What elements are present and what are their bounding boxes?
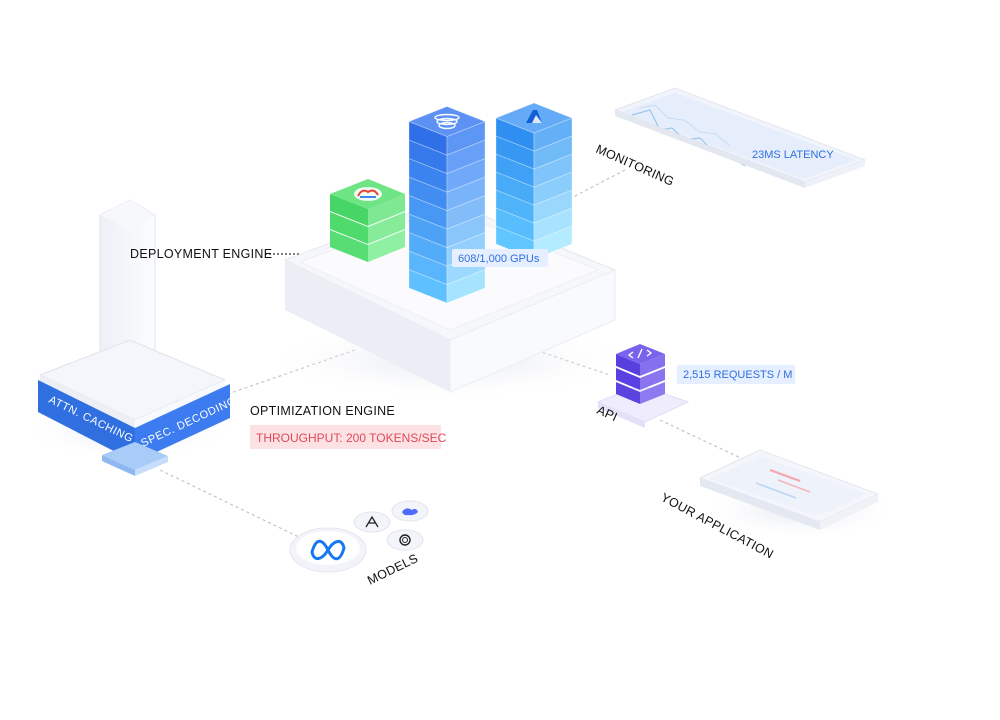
mistral-logo-icon bbox=[365, 515, 379, 528]
coreweave-server-stack bbox=[407, 106, 487, 304]
deployment-engine-label: DEPLOYMENT ENGINE bbox=[130, 247, 272, 261]
your-application-panel bbox=[698, 449, 900, 540]
google-cloud-logo-icon bbox=[354, 187, 382, 201]
server-top bbox=[407, 106, 487, 137]
attn-caching-band bbox=[38, 380, 135, 462]
code-brackets-icon bbox=[627, 348, 653, 359]
gpu-utilization-tag: 608/1,000 GPUs bbox=[452, 249, 548, 267]
application-connector bbox=[659, 419, 746, 461]
openai-logo-icon bbox=[399, 534, 411, 546]
api-stack bbox=[596, 344, 690, 428]
monitoring-label: MONITORING bbox=[594, 142, 676, 189]
deepseek-logo-icon bbox=[402, 508, 418, 516]
requests-text: 2,515 REQUESTS / M bbox=[683, 369, 792, 381]
server-layer bbox=[446, 139, 486, 175]
gcp-server-stack bbox=[330, 179, 405, 262]
monitoring-panel: 23MS LATENCY bbox=[613, 87, 867, 188]
server-layer bbox=[446, 213, 486, 249]
server-layer bbox=[446, 194, 486, 230]
optimization-tower: ATTN. CACHING SPEC. DECODING bbox=[20, 199, 240, 476]
throughput-text: THROUGHPUT: 200 TOKENS/SEC bbox=[256, 431, 447, 445]
azure-logo-icon bbox=[526, 110, 542, 123]
requests-tag: 2,515 REQUESTS / M bbox=[677, 365, 795, 384]
models-group bbox=[289, 500, 429, 573]
throughput-tag: THROUGHPUT: 200 TOKENS/SEC bbox=[250, 425, 447, 449]
server-layer bbox=[446, 176, 486, 212]
models-connector bbox=[159, 469, 306, 541]
latency-text: 23MS LATENCY bbox=[752, 149, 834, 161]
spec-decoding-band bbox=[135, 384, 230, 462]
gpu-utilization-text: 608/1,000 GPUs bbox=[458, 253, 540, 265]
optimization-engine-label: OPTIMIZATION ENGINE bbox=[250, 404, 395, 418]
azure-server-stack bbox=[494, 102, 574, 260]
server-layer bbox=[446, 120, 486, 156]
meta-logo-icon bbox=[310, 539, 346, 561]
server-layer bbox=[446, 157, 486, 193]
server-layer bbox=[446, 268, 486, 304]
coreweave-logo-icon bbox=[434, 113, 460, 130]
models-label: MODELS bbox=[365, 551, 420, 588]
